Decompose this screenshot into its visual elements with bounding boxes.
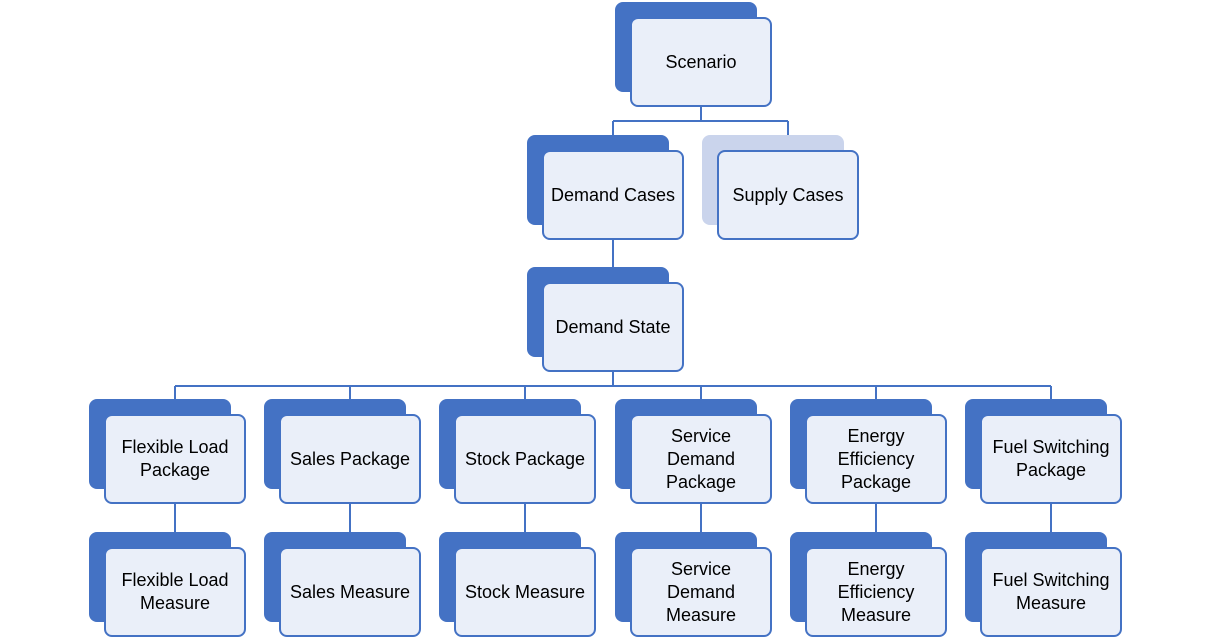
node-label: Flexible Load Measure (121, 570, 229, 613)
node-stock-package: Stock Package (439, 399, 596, 504)
node-label: Energy Efficiency Package (837, 425, 915, 492)
node-box: Service Demand Measure (630, 547, 772, 637)
node-label: Stock Measure (464, 581, 586, 602)
node-energy-efficiency-measure: Energy Efficiency Measure (790, 532, 947, 637)
node-demand-cases: Demand Cases (527, 135, 684, 240)
node-label: Sales Measure (289, 581, 411, 602)
node-stock-measure: Stock Measure (439, 532, 596, 637)
node-flexible-load-package: Flexible Load Package (89, 399, 246, 504)
node-box: Flexible Load Package (104, 414, 246, 504)
node-label: Supply Cases (732, 184, 844, 205)
node-fuel-switching-package: Fuel Switching Package (965, 399, 1122, 504)
node-label: Fuel Switching Package (992, 437, 1110, 480)
node-label: Service Demand Measure (665, 558, 737, 625)
node-box: Demand Cases (542, 150, 684, 240)
node-fuel-switching-measure: Fuel Switching Measure (965, 532, 1122, 637)
node-label: Energy Efficiency Measure (837, 558, 915, 625)
node-label: Service Demand Package (665, 425, 737, 492)
node-label: Scenario (665, 51, 737, 72)
node-sales-measure: Sales Measure (264, 532, 421, 637)
node-label: Fuel Switching Measure (992, 570, 1110, 613)
node-box: Fuel Switching Measure (980, 547, 1122, 637)
node-box: Flexible Load Measure (104, 547, 246, 637)
node-scenario: Scenario (615, 2, 772, 107)
node-box: Stock Package (454, 414, 596, 504)
node-box: Demand State (542, 282, 684, 372)
node-box: Sales Package (279, 414, 421, 504)
node-label: Demand State (555, 316, 671, 337)
node-sales-package: Sales Package (264, 399, 421, 504)
node-box: Service Demand Package (630, 414, 772, 504)
node-box: Sales Measure (279, 547, 421, 637)
node-label: Sales Package (289, 448, 411, 469)
node-box: Energy Efficiency Measure (805, 547, 947, 637)
node-supply-cases: Supply Cases (702, 135, 859, 240)
node-energy-efficiency-package: Energy Efficiency Package (790, 399, 947, 504)
node-box: Supply Cases (717, 150, 859, 240)
node-box: Scenario (630, 17, 772, 107)
node-demand-state: Demand State (527, 267, 684, 372)
node-box: Fuel Switching Package (980, 414, 1122, 504)
node-box: Energy Efficiency Package (805, 414, 947, 504)
node-label: Flexible Load Package (121, 437, 229, 480)
node-service-demand-package: Service Demand Package (615, 399, 772, 504)
node-box: Stock Measure (454, 547, 596, 637)
node-service-demand-measure: Service Demand Measure (615, 532, 772, 637)
node-label: Stock Package (464, 448, 586, 469)
node-flexible-load-measure: Flexible Load Measure (89, 532, 246, 637)
node-label: Demand Cases (550, 184, 676, 205)
